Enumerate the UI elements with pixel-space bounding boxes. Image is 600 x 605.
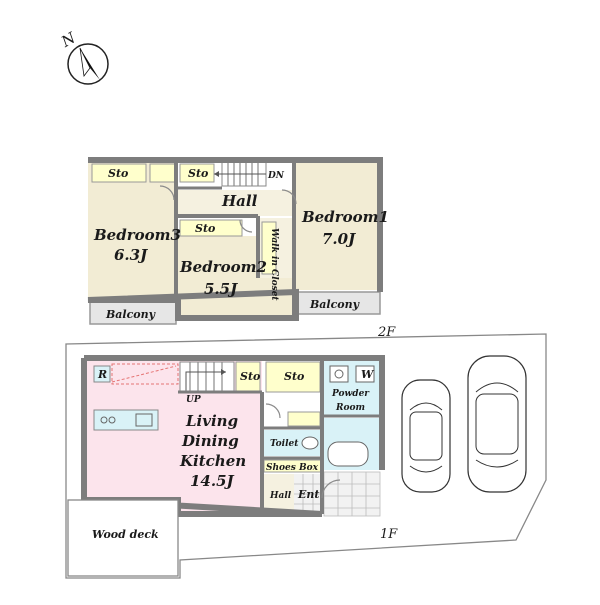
compass-needle — [80, 48, 100, 80]
first-floor: R UP Sto Sto W Powder Room Living Dining… — [81, 355, 398, 542]
hall-2f-area — [178, 190, 296, 216]
bedroom3-size: 6.3J — [114, 246, 148, 264]
storage-label-2: Sto — [188, 167, 208, 180]
wood-deck-label: Wood deck — [92, 528, 159, 541]
powder-room-label-1: Powder — [331, 389, 370, 399]
door-bedroom2 — [239, 219, 253, 233]
ldk-size: 14.5J — [190, 472, 235, 490]
bedroom3-area — [88, 162, 176, 300]
parking-car-2 — [467, 355, 527, 493]
storage-2f-bedroom2 — [179, 219, 243, 237]
hall-1f-area — [264, 474, 294, 514]
storage-2f-left — [91, 163, 147, 183]
bedroom2-size: 5.5J — [204, 280, 238, 298]
bedroom2-label: Bedroom2 — [179, 258, 267, 276]
compass: N — [57, 28, 109, 85]
stairs-up-label: UP — [186, 395, 201, 405]
site-boundary — [65, 333, 547, 579]
fridge — [93, 365, 111, 383]
washer-label: W — [361, 368, 375, 381]
kitchen-counter — [93, 409, 159, 431]
cupboard — [111, 363, 179, 385]
storage-1f-label-b: Sto — [284, 370, 304, 383]
walk-in-closet-shelf — [261, 221, 277, 275]
wash-basin — [329, 365, 349, 383]
compass-needle-tail — [79, 47, 91, 78]
storage-1f-label-a: Sto — [240, 370, 260, 383]
balcony-left-label: Balcony — [105, 308, 157, 321]
door-bedroom3 — [159, 185, 175, 201]
entrance-label: Ent — [297, 488, 319, 501]
toilet-bowl — [301, 436, 319, 450]
shoes-box-label: Shoes Box — [266, 463, 319, 473]
cupboard-line — [111, 365, 177, 383]
second-floor: Sto Sto Sto DN Hall Bedroom3 6.3J Bedroo… — [87, 157, 396, 340]
bedroom1-area — [296, 162, 380, 290]
toilet-label: Toilet — [270, 439, 299, 449]
door-bedroom1 — [281, 189, 297, 205]
hall-1f-label: Hall — [269, 491, 292, 501]
floor-1f-label: 1F — [380, 527, 398, 542]
washer — [355, 365, 375, 383]
ldk-area — [86, 360, 262, 514]
storage-2f-left-b — [149, 163, 177, 183]
balcony-right-label: Balcony — [309, 298, 361, 311]
fridge-label: R — [97, 368, 107, 381]
bathtub — [327, 441, 369, 467]
entrance-tiles — [294, 471, 381, 517]
ldk-label-3: Kitchen — [179, 452, 246, 470]
floor-2f-label: 2F — [377, 325, 396, 340]
storage-1f-c — [287, 411, 321, 427]
storage-2f-hall — [179, 163, 215, 183]
powder-room-label-2: Room — [335, 403, 365, 413]
ldk-label-1: Living — [185, 412, 238, 430]
stairs-down-label: DN — [267, 171, 285, 181]
door-ldk — [265, 403, 281, 419]
ldk-label-2: Dining — [181, 432, 239, 450]
walk-in-closet-label: Walk in Closet — [269, 228, 279, 301]
stairs-2f — [214, 161, 267, 187]
bedroom1-label: Bedroom1 — [301, 208, 389, 226]
parking-car-1 — [401, 379, 451, 493]
bedroom3-label: Bedroom3 — [93, 226, 181, 244]
wood-deck — [67, 499, 179, 577]
bedroom1-size: 7.0J — [322, 230, 356, 248]
stairs-1f — [179, 361, 235, 393]
storage-label-3: Sto — [195, 222, 215, 235]
hall-2f-label: Hall — [221, 192, 258, 210]
storage-1f-b — [265, 361, 321, 393]
storage-label-1: Sto — [108, 167, 128, 180]
door-entrance — [321, 479, 341, 499]
